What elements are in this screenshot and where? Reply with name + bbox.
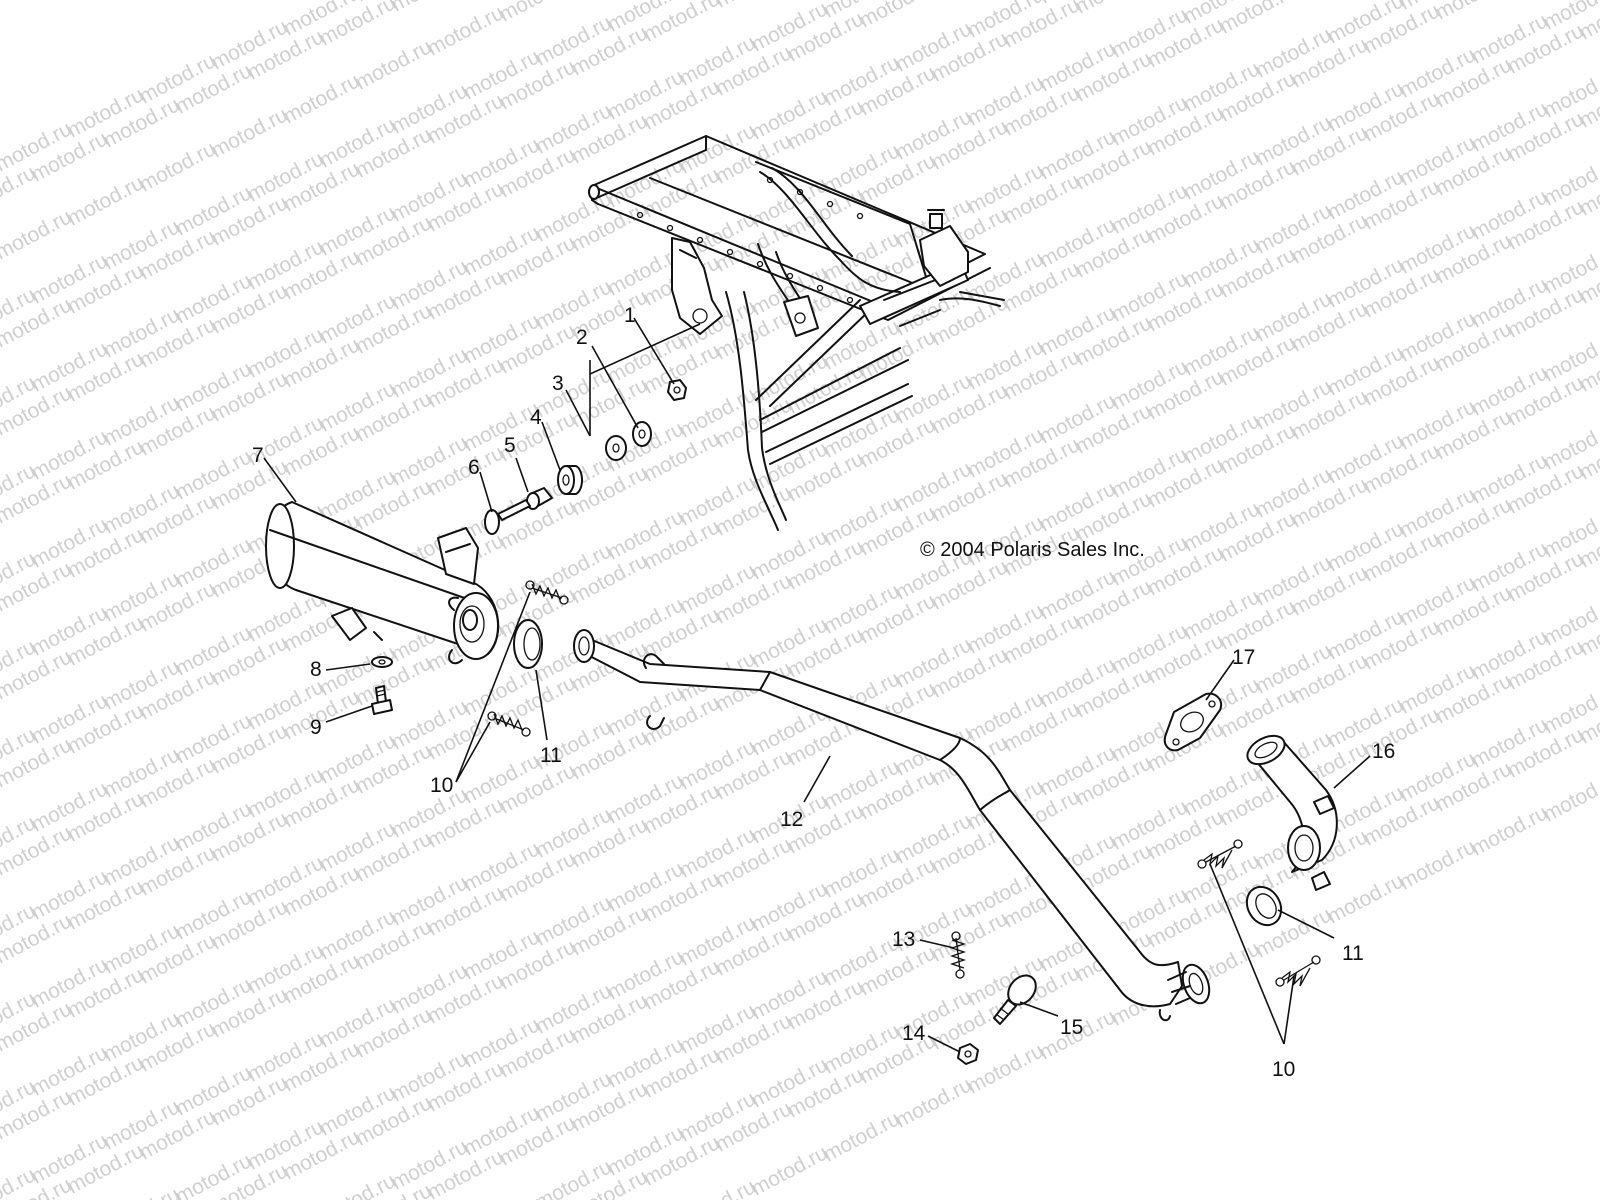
callout-2: 2	[576, 326, 588, 349]
watermark-text: motod.ru	[1072, 0, 1156, 18]
callout-10-right: 10	[1272, 1058, 1295, 1081]
callout-11-left: 11	[540, 744, 562, 767]
gasket-part	[1163, 692, 1222, 752]
watermark-text: motod.ru	[100, 1183, 184, 1200]
watermark-text: motod.ru	[64, 171, 148, 230]
callouts: 1 2 3 4 5 6 7 8 9 10 11 12 13 14 15 16 1…	[252, 304, 1395, 1081]
muffler-part	[265, 501, 500, 665]
callout-14: 14	[902, 1022, 926, 1045]
watermark-text: motod.ru	[1540, 767, 1600, 826]
vehicle-frame	[588, 135, 1005, 531]
nut-part-14	[957, 1043, 979, 1065]
watermark-text: motod.ru	[748, 1141, 832, 1200]
leader-lines	[263, 317, 1371, 1053]
callout-3: 3	[552, 372, 564, 395]
seal-ring-part-right	[1245, 885, 1283, 927]
watermark-text: motod.ru	[280, 69, 364, 128]
watermark-text: motod.ru	[208, 103, 292, 162]
nut-part	[667, 379, 687, 401]
watermark-text: motod.ru	[352, 35, 436, 94]
watermark-text: motod.ru	[820, 1107, 904, 1166]
spring-part-left-bottom	[487, 711, 531, 737]
drain-plug-part	[371, 685, 393, 715]
spring-part-right-top	[1197, 839, 1243, 869]
bolt-part-15	[993, 974, 1037, 1025]
callout-15: 15	[1060, 1016, 1083, 1039]
watermark-text: motod.ru	[856, 0, 940, 32]
callout-12: 12	[780, 808, 803, 831]
spring-part-left-top	[525, 580, 569, 605]
spring-part-right-bottom	[1275, 955, 1321, 987]
spring-part-13	[949, 931, 967, 979]
callout-16: 16	[1372, 740, 1395, 763]
watermark-text: motod.ru	[0, 205, 76, 264]
watermark-text: motod.ru	[1288, 0, 1372, 4]
washer-part-3	[605, 435, 627, 461]
callout-17: 17	[1232, 646, 1255, 669]
watermark-text: motod.ru	[676, 1175, 760, 1200]
sealing-washer-part	[371, 656, 393, 668]
washer-part	[632, 421, 652, 447]
watermark-text: motod.ru	[1324, 869, 1408, 928]
watermark-text: motod.ru	[712, 0, 796, 12]
callout-4: 4	[530, 406, 542, 429]
watermark-text: motod.ru	[424, 1, 508, 60]
watermark-text: motod.ru	[1468, 801, 1552, 860]
header-elbow-part	[1246, 734, 1338, 891]
callout-13: 13	[892, 928, 915, 951]
callout-9: 9	[310, 716, 322, 739]
seal-ring-part-left	[513, 619, 543, 669]
callout-6: 6	[468, 456, 480, 479]
callout-8: 8	[310, 658, 322, 681]
mount-hardware	[484, 323, 701, 535]
exhaust-pipe-part	[573, 629, 1211, 1022]
watermark-text: motod.ru	[388, 0, 472, 16]
callout-10-left: 10	[430, 774, 453, 797]
watermark-text: motod.ru	[496, 0, 580, 26]
watermark-text: motod.ru	[1396, 835, 1480, 894]
copyright-notice: © 2004 Polaris Sales Inc.	[920, 539, 1145, 561]
watermark-text: motod.ru	[136, 137, 220, 196]
callout-11-right: 11	[1342, 942, 1364, 965]
callout-1: 1	[624, 304, 636, 327]
callout-5: 5	[504, 434, 516, 457]
bolt-part	[484, 499, 531, 535]
callout-7: 7	[252, 444, 264, 467]
watermark-text: motod.ru	[1432, 0, 1516, 24]
grommet-part	[557, 465, 583, 495]
watermark-text: motod.ru	[892, 1073, 976, 1132]
